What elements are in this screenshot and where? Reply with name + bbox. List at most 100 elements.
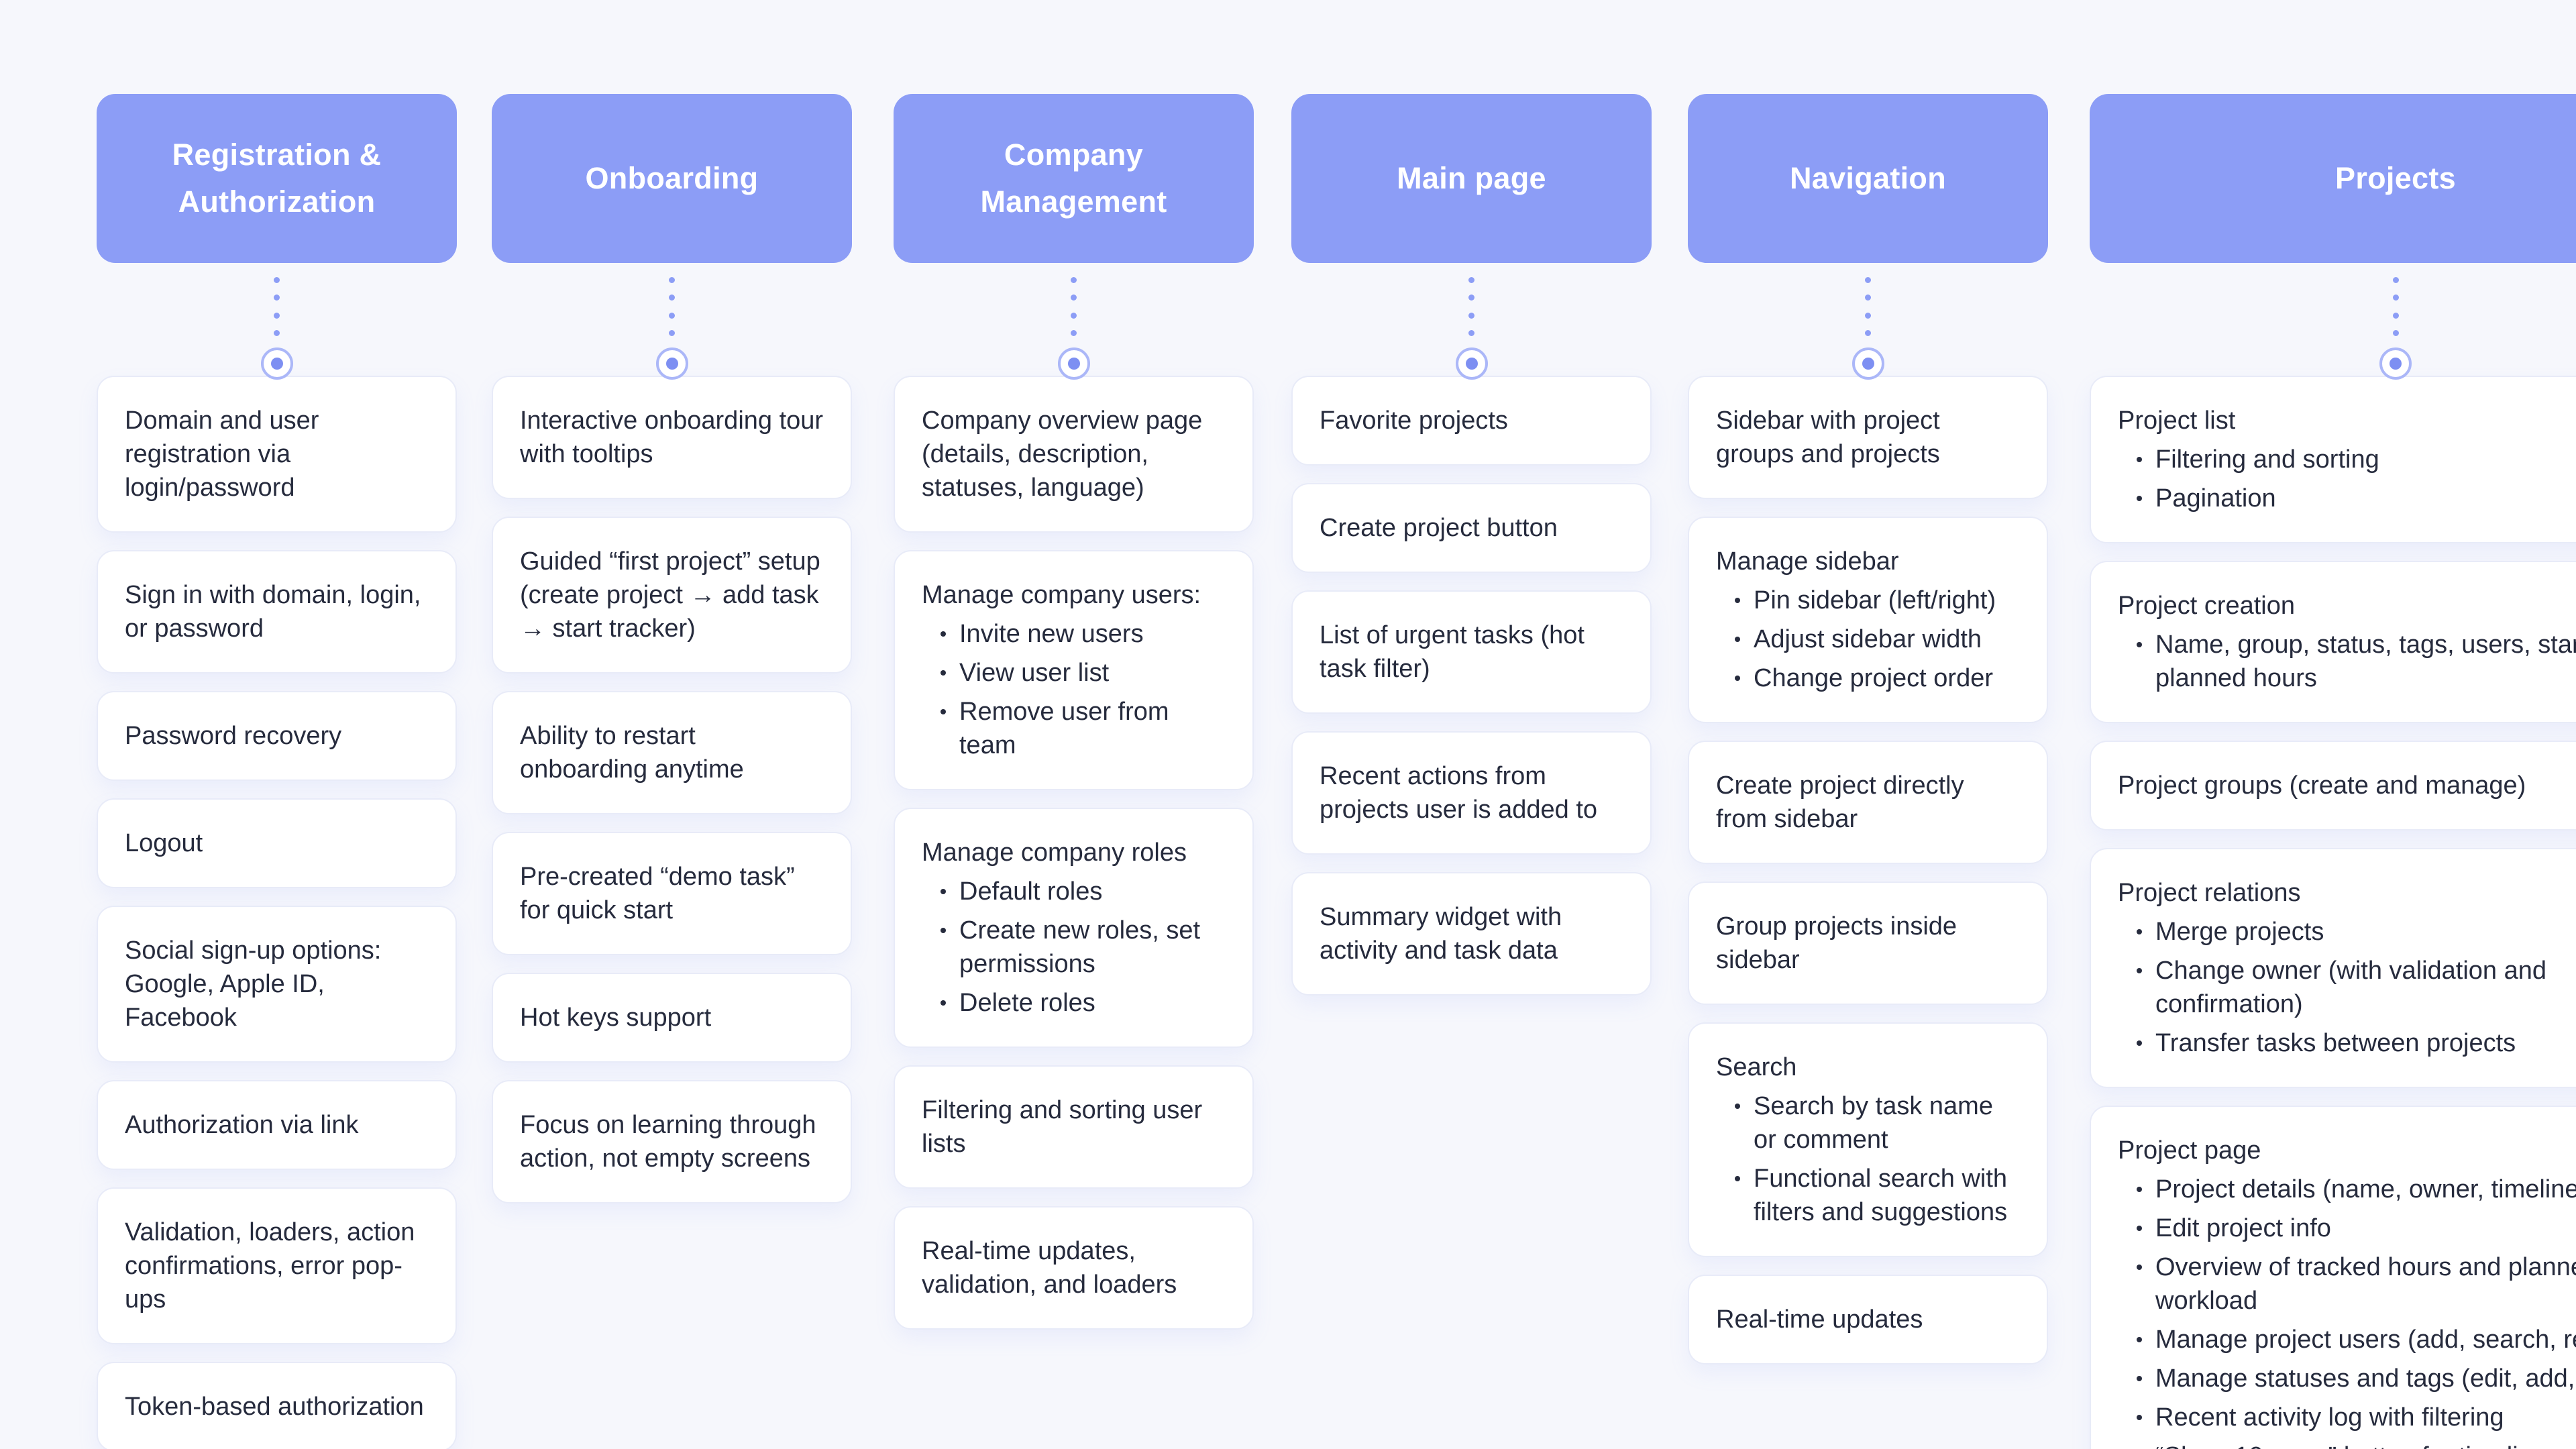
connector-dot bbox=[669, 329, 675, 336]
card-text: Logout bbox=[125, 829, 203, 857]
feature-card[interactable]: Favorite projects bbox=[1291, 376, 1652, 466]
card-text: Group projects inside sidebar bbox=[1716, 912, 1957, 974]
feature-card[interactable]: Sign in with domain, login, or password bbox=[97, 550, 457, 674]
feature-card[interactable]: Authorization via link bbox=[97, 1080, 457, 1170]
feature-card[interactable]: Filtering and sorting user lists bbox=[894, 1065, 1254, 1189]
connector-node-icon bbox=[260, 347, 293, 380]
card-text: Domain and user registration via login/p… bbox=[125, 407, 319, 502]
card-text: Recent actions from projects user is add… bbox=[1320, 762, 1598, 824]
feature-card[interactable]: Company overview page (details, descript… bbox=[894, 376, 1254, 533]
column-header[interactable]: Navigation bbox=[1688, 94, 2048, 263]
card-text: Filtering and sorting user lists bbox=[922, 1096, 1203, 1158]
connector-dot bbox=[1468, 329, 1474, 336]
card-stack: Domain and user registration via login/p… bbox=[97, 376, 457, 1449]
connector-dot bbox=[1865, 329, 1871, 336]
card-text: Real-time updates, validation, and loade… bbox=[922, 1237, 1177, 1299]
column-header[interactable]: Main page bbox=[1291, 94, 1652, 263]
card-title: Search bbox=[1716, 1053, 1797, 1081]
connector-node-icon bbox=[655, 347, 688, 380]
connector-dot bbox=[2392, 277, 2399, 284]
card-bullet: Adjust sidebar width bbox=[1735, 623, 2020, 656]
connector-dot bbox=[2392, 294, 2399, 301]
feature-card[interactable]: Create project directly from sidebar bbox=[1688, 741, 2048, 864]
column-header[interactable]: Onboarding bbox=[492, 94, 852, 263]
feature-card[interactable]: Create project button bbox=[1291, 483, 1652, 573]
feature-card[interactable]: List of urgent tasks (hot task filter) bbox=[1291, 590, 1652, 714]
feature-card[interactable]: Domain and user registration via login/p… bbox=[97, 376, 457, 533]
card-title: Project page bbox=[2118, 1136, 2261, 1165]
card-text: Ability to restart onboarding anytime bbox=[520, 722, 744, 784]
card-bullet: Manage statuses and tags (edit, add, bbox=[2137, 1362, 2576, 1395]
feature-card[interactable]: Hot keys support bbox=[492, 973, 852, 1063]
card-text: Real-time updates bbox=[1716, 1305, 1923, 1334]
connector-dot bbox=[2392, 329, 2399, 336]
connector-dot bbox=[1071, 277, 1077, 284]
card-text: Pre-created “demo task” for quick start bbox=[520, 863, 795, 924]
connector-node-dot bbox=[665, 358, 678, 370]
column-header[interactable]: Company Management bbox=[894, 94, 1254, 263]
column-title: Company Management bbox=[980, 138, 1167, 219]
feature-card[interactable]: Guided “first project” setup (create pro… bbox=[492, 517, 852, 674]
feature-card[interactable]: Ability to restart onboarding anytime bbox=[492, 691, 852, 814]
connector-node-icon bbox=[1851, 347, 1884, 380]
connector-dot bbox=[274, 277, 280, 284]
feature-card[interactable]: Real-time updates, validation, and loade… bbox=[894, 1206, 1254, 1330]
feature-card[interactable]: Focus on learning through action, not em… bbox=[492, 1080, 852, 1203]
connector-dot bbox=[1468, 312, 1474, 319]
card-bullet: Recent activity log with filtering bbox=[2137, 1401, 2576, 1434]
card-title: Project creation bbox=[2118, 592, 2296, 620]
connector-node-icon bbox=[2379, 347, 2412, 380]
card-text: Validation, loaders, action confirmation… bbox=[125, 1218, 415, 1313]
card-text: Interactive onboarding tour with tooltip… bbox=[520, 407, 824, 468]
feature-card[interactable]: Social sign-up options: Google, Apple ID… bbox=[97, 906, 457, 1063]
card-stack: Company overview page (details, descript… bbox=[894, 376, 1254, 1330]
column-title: Projects bbox=[2335, 161, 2456, 196]
feature-card[interactable]: Summary widget with activity and task da… bbox=[1291, 872, 1652, 996]
feature-card[interactable]: Logout bbox=[97, 798, 457, 888]
card-text: Summary widget with activity and task da… bbox=[1320, 903, 1562, 965]
connector-dot bbox=[274, 329, 280, 336]
feature-card[interactable]: Real-time updates bbox=[1688, 1275, 2048, 1364]
card-title: Project list bbox=[2118, 407, 2236, 435]
feature-card[interactable]: Recent actions from projects user is add… bbox=[1291, 731, 1652, 855]
column-header[interactable]: Registration & Authorization bbox=[97, 94, 457, 263]
card-text: Create project directly from sidebar bbox=[1716, 771, 1964, 833]
connector-dot bbox=[669, 277, 675, 284]
card-bullet-list: Project details (name, owner, timeline, … bbox=[2118, 1173, 2576, 1449]
column-header[interactable]: Projects bbox=[2090, 94, 2576, 263]
feature-card[interactable]: Token-based authorization bbox=[97, 1362, 457, 1449]
card-text: Create project button bbox=[1320, 514, 1558, 542]
card-bullet: Change project order bbox=[1735, 661, 2020, 695]
feature-card[interactable]: Interactive onboarding tour with tooltip… bbox=[492, 376, 852, 499]
feature-card[interactable]: Project groups (create and manage) bbox=[2090, 741, 2576, 830]
connector-dot bbox=[669, 294, 675, 301]
feature-card[interactable]: Validation, loaders, action confirmation… bbox=[97, 1187, 457, 1344]
feature-card[interactable]: Group projects inside sidebar bbox=[1688, 881, 2048, 1005]
feature-card[interactable]: Sidebar with project groups and projects bbox=[1688, 376, 2048, 499]
feature-card[interactable]: Pre-created “demo task” for quick start bbox=[492, 832, 852, 955]
card-bullet: Project details (name, owner, timeline, … bbox=[2137, 1173, 2576, 1206]
feature-card[interactable]: Password recovery bbox=[97, 691, 457, 781]
connector-dot bbox=[1071, 329, 1077, 336]
connector-node-dot bbox=[1067, 358, 1080, 370]
